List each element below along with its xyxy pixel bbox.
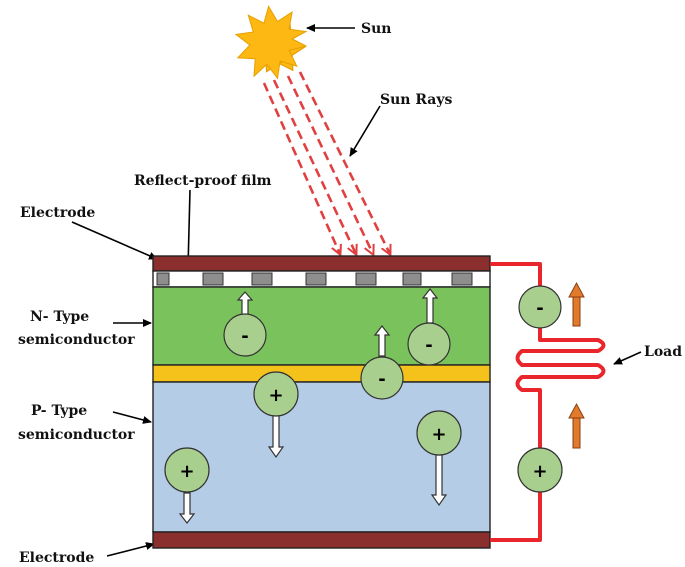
electron-sign: - [536, 298, 543, 319]
electrode-bottom-pointer-arrow [106, 542, 155, 557]
current-arrow-bottom [568, 402, 585, 449]
electron-carrier [360, 356, 404, 400]
hole-carrier [253, 371, 299, 417]
electrode-bottom-label: Electrode [19, 550, 94, 566]
p-type-label-line1: P- Type [31, 403, 87, 419]
hole-carrier [164, 447, 210, 493]
current-arrow-top [568, 281, 585, 327]
sun-rays-label: Sun Rays [380, 92, 453, 108]
hole-down-arrow [178, 492, 196, 524]
hole-sign: + [431, 424, 446, 445]
electron-up-arrow [373, 325, 391, 357]
hole-down-arrow [267, 413, 285, 459]
electron-sign: - [425, 335, 432, 356]
hole-carrier [517, 447, 563, 493]
sun-label: Sun [361, 21, 391, 37]
film-blocks [156, 272, 473, 286]
hole-down-arrow [430, 454, 448, 507]
electron-sign: - [241, 326, 248, 347]
p-type-pointer-arrow [112, 411, 152, 424]
circuit-wire [490, 262, 606, 542]
n-type-label-line1: N- Type [30, 309, 89, 325]
sun-rays [262, 71, 390, 254]
pn-junction-layer [152, 364, 491, 383]
electron-carrier [518, 285, 562, 329]
electrode-top-pointer-arrow [71, 221, 158, 260]
electron-carrier [223, 313, 267, 357]
electron-sign: - [378, 369, 385, 390]
n-type-label-line2: semiconductor [18, 332, 135, 348]
electrode-top [152, 255, 491, 272]
p-type-label-line2: semiconductor [18, 427, 135, 443]
hole-sign: + [532, 461, 547, 482]
hole-sign: + [179, 461, 194, 482]
electron-carrier [407, 322, 451, 366]
load-label: Load [644, 344, 682, 360]
hole-carrier [416, 410, 462, 456]
hole-sign: + [268, 385, 283, 406]
electrode-top-label: Electrode [20, 205, 95, 221]
p-type-layer [152, 381, 491, 533]
reflect-proof-film-label: Reflect-proof film [134, 173, 272, 189]
sun-body-icon [234, 5, 308, 80]
electron-up-arrow [421, 288, 439, 324]
electrode-bottom [152, 531, 491, 549]
reflect-film-pointer-arrow [184, 189, 193, 269]
sun-rays-pointer-arrow [349, 105, 381, 157]
load-pointer-arrow [613, 351, 642, 365]
